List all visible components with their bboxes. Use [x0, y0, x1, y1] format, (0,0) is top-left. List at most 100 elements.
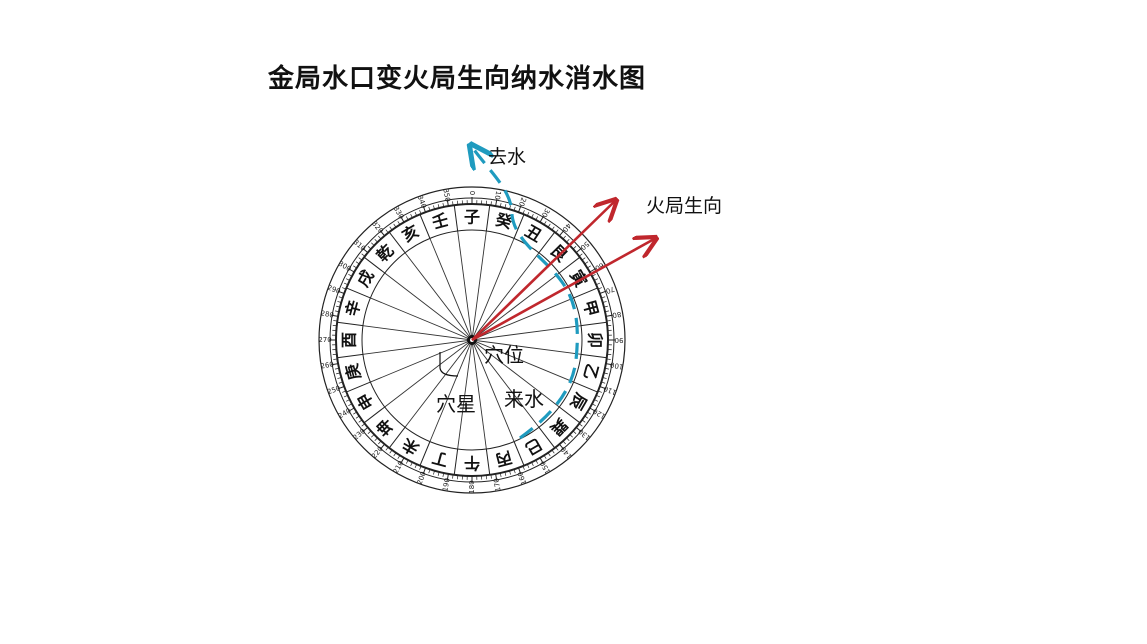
degree-label: 170 — [492, 477, 502, 492]
degree-tick — [405, 216, 409, 221]
degree-tick — [504, 471, 507, 476]
degree-tick — [539, 215, 544, 223]
mountain-label: 丙 — [494, 448, 514, 470]
degree-tick — [337, 290, 345, 294]
degree-label: 0 — [468, 191, 476, 195]
degree-label: 30 — [540, 207, 551, 219]
degree-label: 290 — [326, 284, 341, 296]
degree-tick — [566, 239, 570, 243]
degree-tick — [539, 457, 544, 465]
degree-tick — [531, 462, 534, 466]
degree-tick — [589, 407, 597, 412]
degree-tick — [367, 430, 372, 434]
degree-tick — [361, 253, 366, 257]
degree-tick — [581, 257, 586, 261]
degree-tick — [337, 301, 342, 303]
degree-tick — [605, 363, 613, 366]
site-label: 穴位 — [484, 343, 524, 367]
degree-label: 270 — [318, 336, 331, 344]
mountain-divider — [580, 353, 607, 359]
degree-label: 210 — [392, 460, 406, 476]
degree-tick — [566, 437, 570, 441]
outflow-label: 去水 — [488, 146, 527, 168]
mountain-divider — [419, 214, 431, 239]
degree-tick — [578, 253, 583, 257]
degree-label: 90 — [615, 336, 624, 344]
degree-tick — [490, 474, 492, 479]
degree-tick — [513, 469, 516, 474]
mountain-divider — [558, 406, 581, 424]
degree-tick — [591, 273, 596, 277]
degree-tick — [393, 223, 397, 228]
degree-tick — [414, 211, 418, 216]
degree-tick — [428, 469, 431, 474]
mountain-label: 丁 — [430, 448, 450, 470]
degree-tick — [348, 403, 353, 407]
degree-tick — [336, 372, 341, 375]
degree-tick — [599, 290, 607, 294]
degree-tick — [559, 443, 565, 450]
degree-tick — [605, 314, 613, 317]
degree-tick — [337, 377, 342, 379]
mountain-divider — [363, 406, 386, 424]
degree-tick — [522, 465, 525, 470]
degree-tick — [379, 230, 385, 237]
degree-tick — [422, 467, 426, 475]
degree-tick — [562, 440, 566, 445]
degree-tick — [442, 202, 445, 208]
degree-tick — [347, 407, 355, 412]
degree-tick — [490, 201, 492, 206]
degree-tick — [389, 449, 393, 454]
degree-tick — [572, 430, 577, 434]
diagram-title: 金局水口变火局生向纳水消水图 — [268, 64, 647, 94]
degree-tick — [603, 372, 608, 375]
degree-label: 50 — [579, 240, 591, 252]
degree-label: 330 — [392, 205, 406, 221]
degree-tick — [374, 437, 378, 441]
outer-ring — [318, 186, 626, 494]
degree-tick — [452, 474, 454, 479]
degree-tick — [362, 247, 369, 253]
degree-tick — [393, 452, 397, 457]
mountain-label: 亥 — [399, 221, 422, 245]
degree-tick — [348, 273, 353, 277]
degree-tick — [601, 296, 606, 299]
degree-tick — [385, 446, 389, 451]
degree-tick — [331, 314, 339, 317]
degree-tick — [410, 214, 413, 218]
degree-tick — [367, 246, 372, 250]
mountain-divider — [337, 353, 364, 359]
degree-tick — [346, 399, 350, 402]
degree-tick — [518, 467, 522, 475]
degree-tick — [333, 358, 338, 360]
degree-tick — [378, 235, 382, 240]
degree-tick — [602, 301, 607, 303]
degree-tick — [509, 205, 511, 210]
degree-tick — [338, 381, 343, 384]
degree-tick — [559, 230, 565, 237]
site-star-mark — [439, 352, 459, 377]
degree-tick — [353, 411, 357, 415]
degree-tick — [334, 367, 340, 370]
mountain-label: 庚 — [342, 362, 364, 382]
degree-tick — [433, 205, 435, 210]
mountain-label: 子 — [464, 208, 480, 227]
degree-tick — [589, 268, 597, 273]
degree-tick — [400, 215, 405, 223]
degree-tick — [338, 296, 343, 299]
mountain-divider — [388, 426, 406, 449]
degree-tick — [604, 310, 610, 313]
degree-label: 40 — [561, 221, 573, 233]
degree-label: 120 — [592, 407, 608, 421]
fire-facing-label: 火局生向 — [646, 195, 723, 217]
degree-tick — [584, 415, 589, 419]
degree-tick — [547, 452, 551, 457]
mountain-label: 巳 — [522, 434, 545, 458]
degree-tick — [597, 287, 602, 290]
degree-tick — [499, 472, 502, 478]
degree-tick — [495, 473, 498, 481]
mountain-divider — [453, 448, 459, 475]
degree-tick — [551, 226, 555, 231]
